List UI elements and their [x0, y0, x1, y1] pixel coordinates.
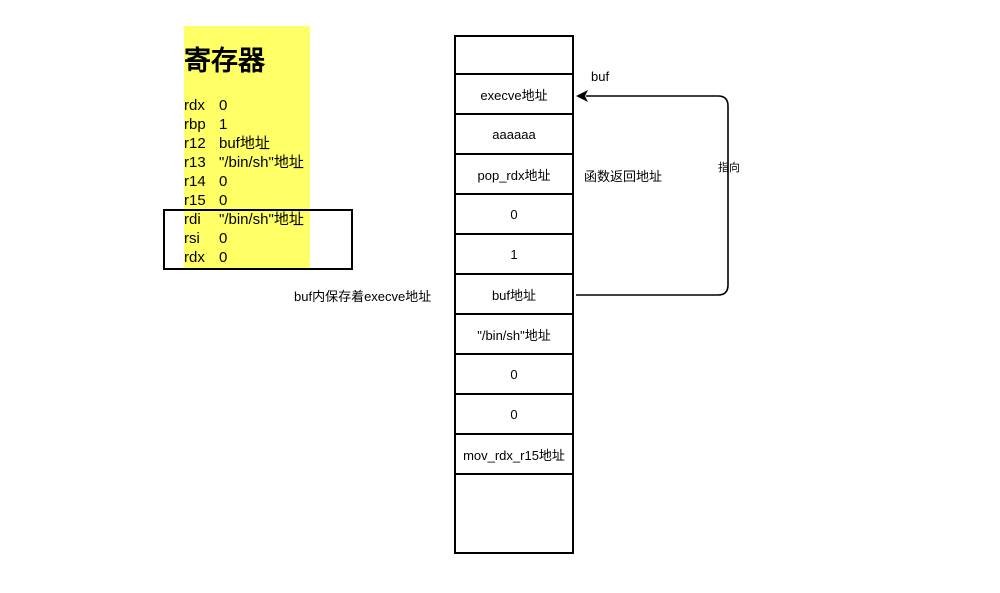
register-row-rdi: rdi "/bin/sh"地址 [184, 210, 304, 229]
register-row-r15: r15 0 [184, 191, 227, 210]
stack-cell-binsh: "/bin/sh"地址 [454, 315, 574, 355]
register-name: r14 [184, 173, 206, 190]
register-value: buf地址 [219, 135, 270, 152]
register-row-rdx: rdx 0 [184, 96, 227, 115]
register-value: "/bin/sh"地址 [219, 211, 304, 228]
register-row-rdx-2: rdx 0 [184, 248, 227, 267]
register-name: r12 [184, 135, 206, 152]
pointer-arrow-line [576, 95, 729, 296]
register-name: rdx [184, 249, 205, 266]
register-value: "/bin/sh"地址 [219, 154, 304, 171]
argument-registers-box [163, 209, 353, 270]
register-name: rbp [184, 116, 206, 133]
register-row-rbp: rbp 1 [184, 115, 227, 134]
register-row-r12: r12 buf地址 [184, 134, 270, 153]
register-name: rdi [184, 211, 201, 228]
stack-cell-padding: aaaaaa [454, 115, 574, 155]
stack-frame [454, 35, 574, 554]
register-value: 1 [219, 116, 228, 133]
return-address-label: 函数返回地址 [584, 169, 663, 184]
register-value: 0 [219, 230, 228, 247]
register-row-rsi: rsi 0 [184, 229, 227, 248]
register-row-r13: r13 "/bin/sh"地址 [184, 153, 304, 172]
register-value: 0 [219, 97, 228, 114]
stack-cell: 1 [454, 235, 574, 275]
stack-cell: 0 [454, 395, 574, 435]
arrowhead-icon [576, 90, 588, 102]
stack-cell: 0 [454, 355, 574, 395]
register-value: 0 [219, 249, 228, 266]
stack-cell-buf: buf地址 [454, 275, 574, 315]
buf-label: buf [591, 69, 610, 84]
register-name: r15 [184, 192, 206, 209]
register-value: 0 [219, 192, 228, 209]
points-to-label: 指向 [717, 160, 741, 176]
register-value: 0 [219, 173, 228, 190]
stack-cell-execve: execve地址 [454, 75, 574, 115]
register-name: r13 [184, 154, 206, 171]
register-name: rdx [184, 97, 205, 114]
stack-cell [454, 35, 574, 75]
register-title: 寄存器 [184, 46, 265, 77]
stack-cell-mov-rdx-r15: mov_rdx_r15地址 [454, 435, 574, 475]
buf-contains-label: buf内保存着execve地址 [294, 289, 432, 304]
register-panel [184, 26, 310, 268]
register-name: rsi [184, 230, 200, 247]
register-row-r14: r14 0 [184, 172, 227, 191]
stack-cell: 0 [454, 195, 574, 235]
stack-cell-pop-rdx: pop_rdx地址 [454, 155, 574, 195]
